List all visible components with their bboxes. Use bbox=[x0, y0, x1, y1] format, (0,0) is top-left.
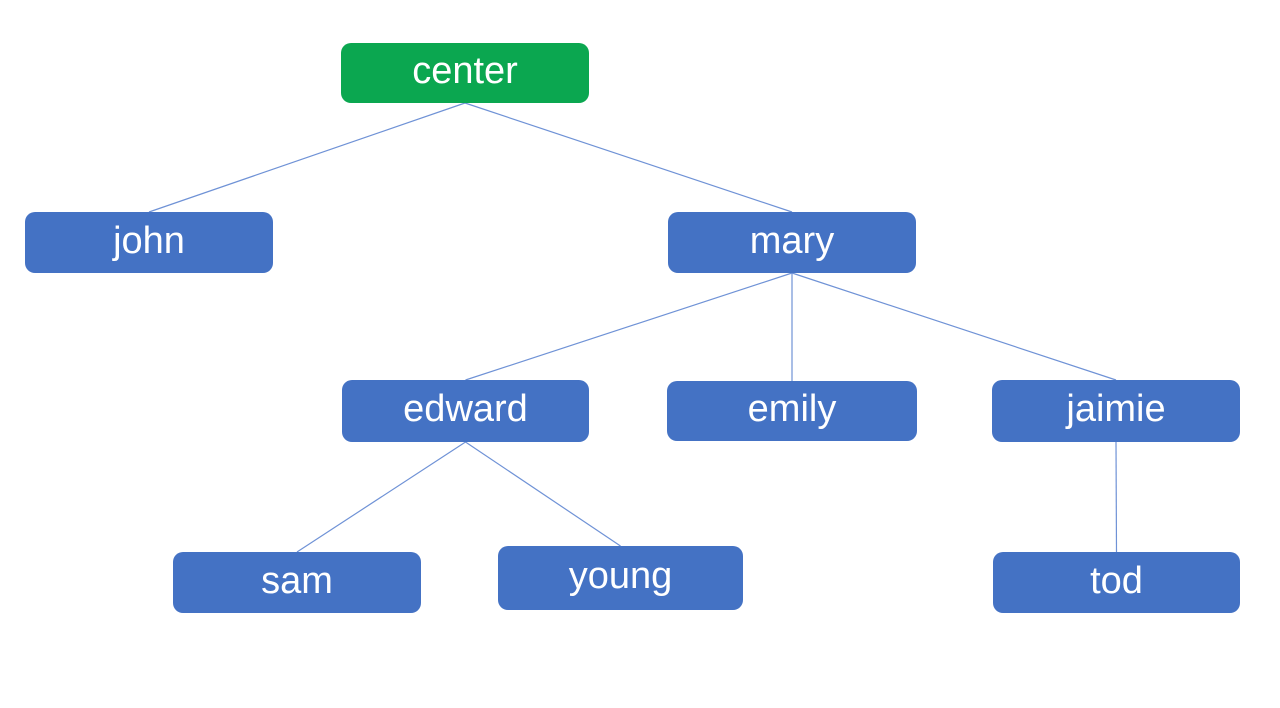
edge-edward-young bbox=[465, 441, 621, 547]
tree-node-sam: sam bbox=[173, 552, 421, 613]
tree-node-john: john bbox=[25, 212, 273, 273]
tree-node-jaimie: jaimie bbox=[992, 380, 1240, 442]
edge-center-mary bbox=[464, 102, 793, 213]
tree-node-emily: emily bbox=[667, 381, 917, 441]
tree-node-mary: mary bbox=[668, 212, 916, 273]
edge-mary-jaimie bbox=[791, 272, 1117, 381]
edge-jaimie-tod bbox=[1115, 441, 1118, 553]
tree-node-center: center bbox=[341, 43, 589, 103]
tree-node-edward: edward bbox=[342, 380, 589, 442]
edge-center-john bbox=[148, 102, 466, 213]
edge-edward-sam bbox=[296, 441, 466, 553]
edge-mary-edward bbox=[465, 272, 793, 381]
tree-node-young: young bbox=[498, 546, 743, 610]
tree-node-tod: tod bbox=[993, 552, 1240, 613]
